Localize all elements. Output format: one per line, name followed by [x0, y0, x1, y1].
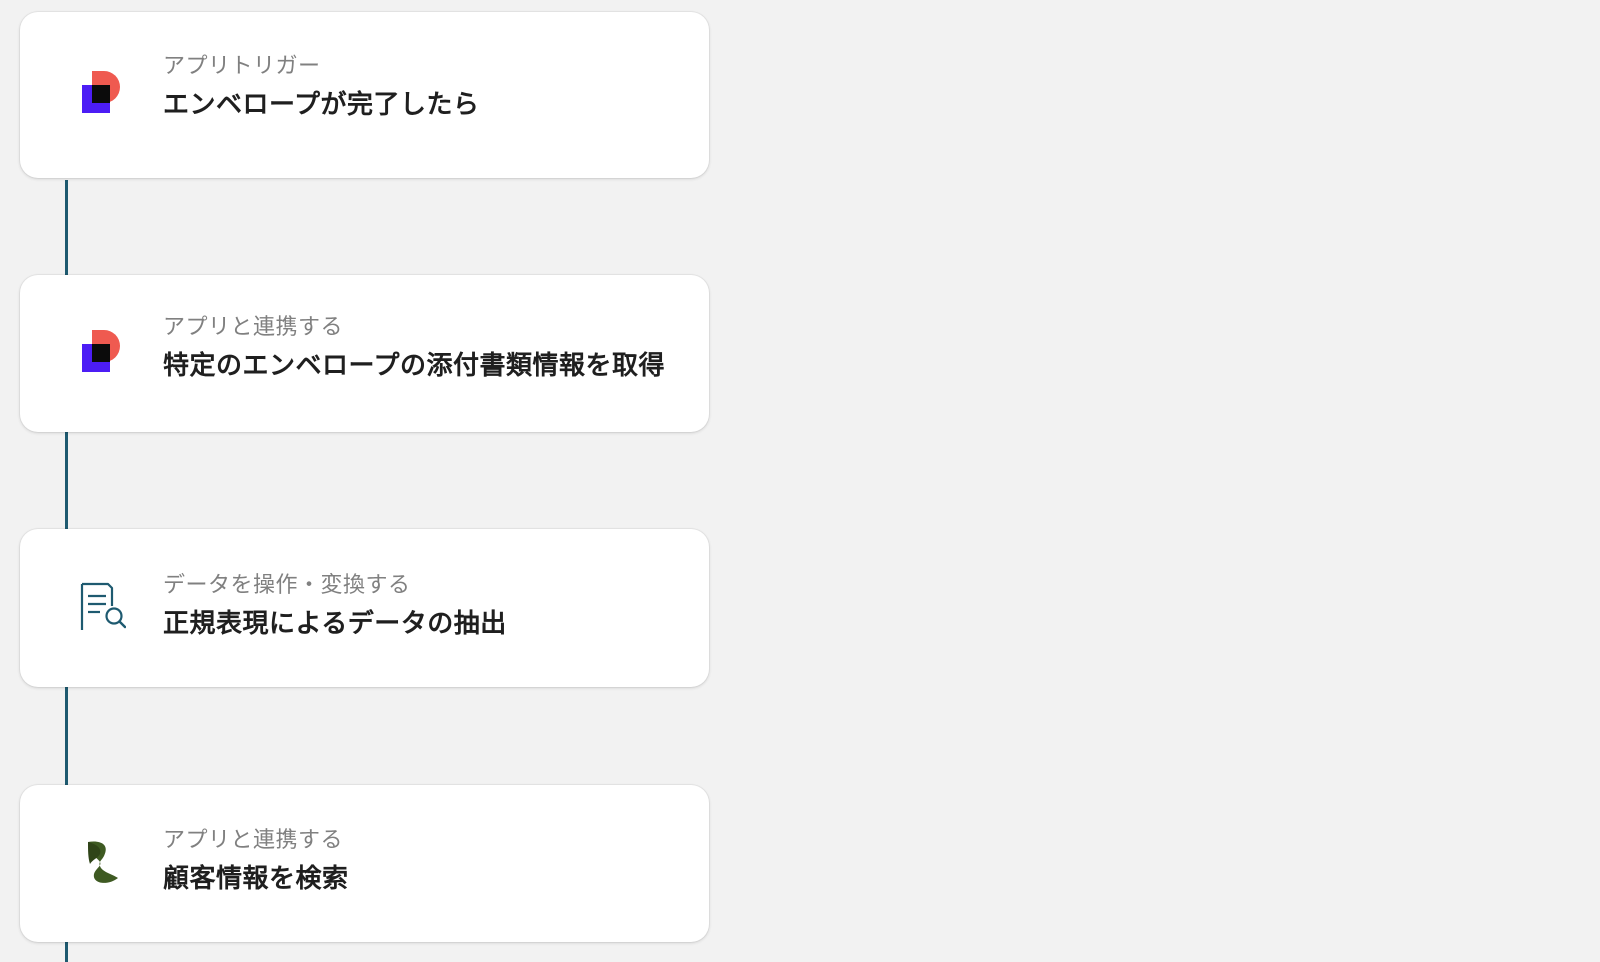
- step-text: データを操作・変換する 正規表現によるデータの抽出: [163, 571, 689, 643]
- flow-connector: [65, 432, 68, 529]
- step-title: エンベロープが完了したら: [163, 90, 480, 120]
- step-card-trigger[interactable]: アプリトリガー エンベロープが完了したら: [20, 12, 709, 178]
- step-category: アプリトリガー: [163, 54, 321, 79]
- step-title: 正規表現によるデータの抽出: [163, 609, 507, 639]
- docusign-icon: [82, 330, 120, 372]
- step-text: アプリと連携する 特定のエンベロープの添付書類情報を取得: [163, 313, 689, 385]
- step-card-search-customer[interactable]: アプリと連携する 顧客情報を検索: [20, 785, 709, 942]
- step-category: アプリと連携する: [163, 828, 344, 853]
- crm-s-logo-icon: [88, 841, 118, 883]
- step-title: 顧客情報を検索: [163, 864, 349, 894]
- step-title: 特定のエンベロープの添付書類情報を取得: [163, 351, 665, 381]
- step-text: アプリと連携する 顧客情報を検索: [163, 826, 689, 898]
- step-category: アプリと連携する: [163, 315, 344, 340]
- step-card-get-attachments[interactable]: アプリと連携する 特定のエンベロープの添付書類情報を取得: [20, 275, 709, 432]
- step-card-regex-extract[interactable]: データを操作・変換する 正規表現によるデータの抽出: [20, 529, 709, 687]
- document-search-icon: [80, 582, 126, 630]
- flow-connector: [65, 180, 68, 275]
- step-category: データを操作・変換する: [163, 573, 411, 598]
- docusign-icon: [82, 71, 120, 113]
- flow-connector: [65, 687, 68, 785]
- step-text: アプリトリガー エンベロープが完了したら: [163, 52, 689, 124]
- flow-connector: [65, 942, 68, 962]
